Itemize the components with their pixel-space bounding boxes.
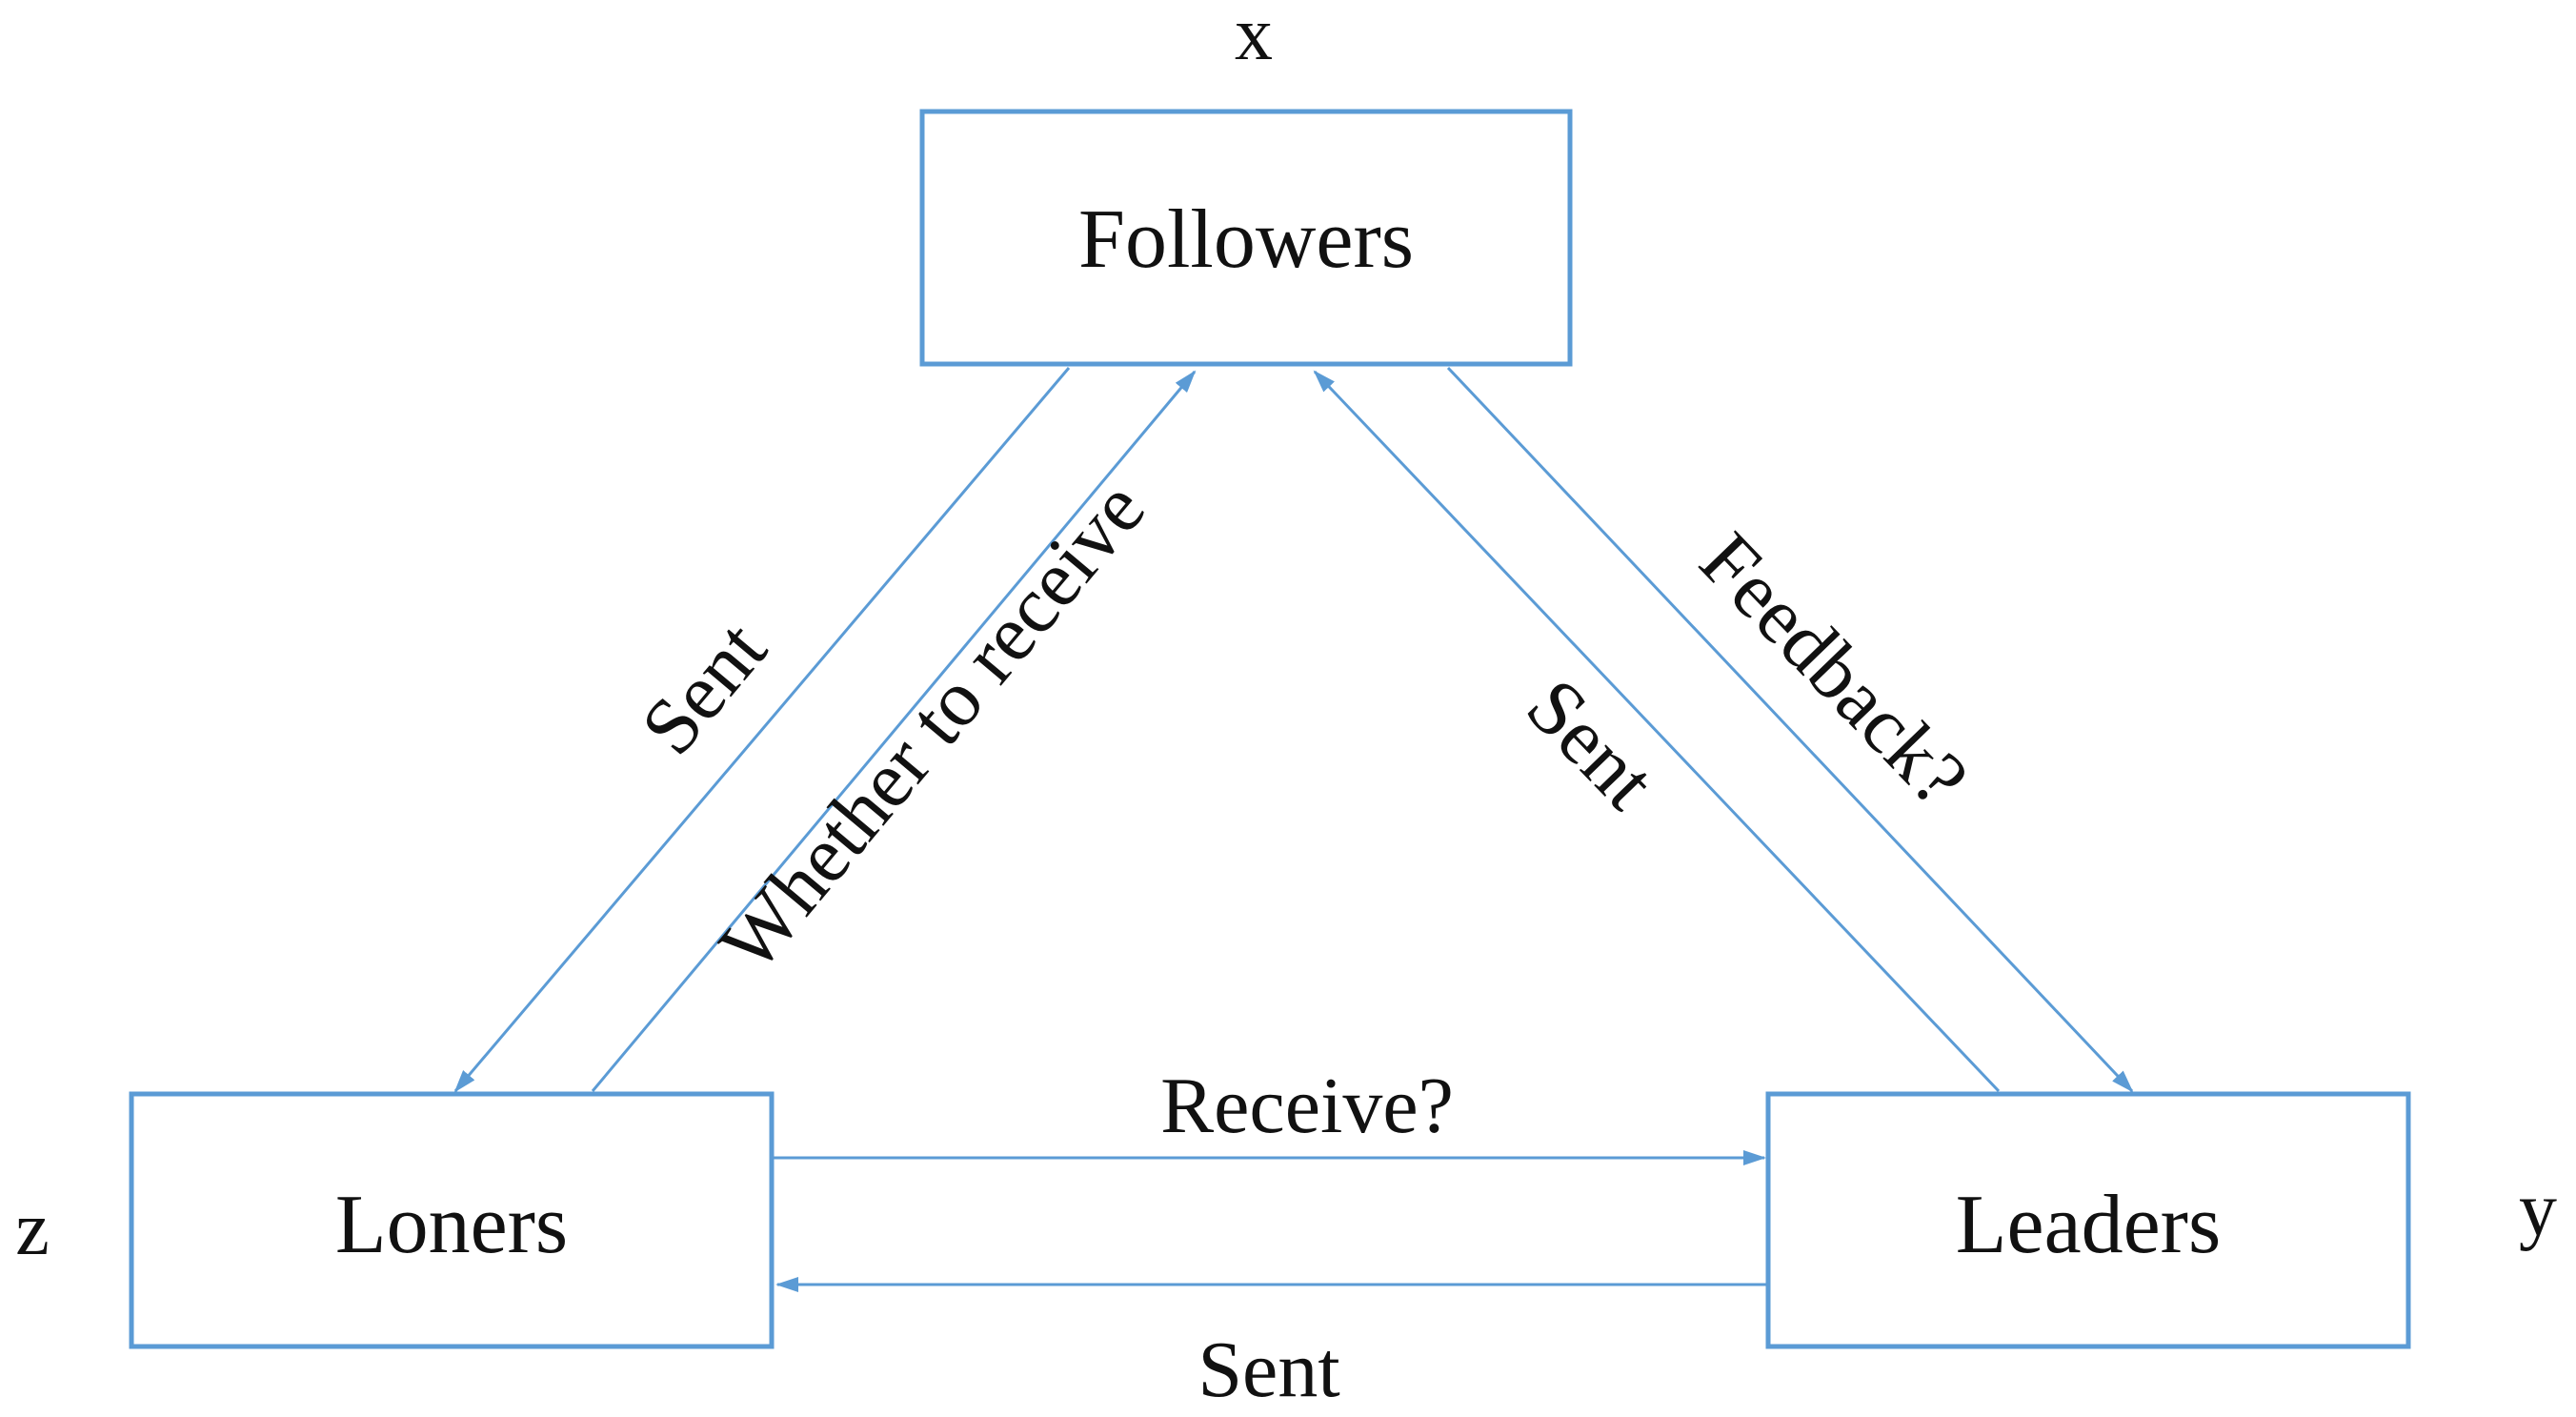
edge-loners-to-leaders-label: Receive? — [1160, 1062, 1454, 1150]
edge-leaders-to-followers-arrow — [1313, 370, 2001, 1093]
variable-y-label: y — [2519, 1168, 2557, 1252]
loners-box — [129, 1091, 775, 1349]
followers-box — [919, 109, 1573, 367]
leaders-node: Leaders — [1765, 1091, 2411, 1349]
variable-x-label: x — [1235, 0, 1273, 76]
edge-loners-to-followers-label: Whether to receive — [703, 465, 1162, 988]
edge-followers-to-loners-arrow — [453, 367, 1071, 1093]
variable-z-label: z — [15, 1187, 50, 1271]
edge-followers-to-leaders-arrow — [1446, 366, 2134, 1093]
loners-node: Loners — [129, 1091, 775, 1349]
loners-label: Loners — [335, 1179, 568, 1271]
followers-node: Followers — [919, 109, 1573, 367]
edge-followers-to-loners-label: Sent — [624, 605, 783, 771]
edge-leaders-to-followers-label: Sent — [1509, 662, 1672, 826]
leaders-label: Leaders — [1956, 1179, 2221, 1271]
followers-label: Followers — [1078, 193, 1414, 286]
leaders-box — [1765, 1091, 2411, 1349]
edge-loners-to-followers-arrow — [591, 370, 1197, 1092]
edge-leaders-to-loners-label: Sent — [1197, 1326, 1339, 1414]
